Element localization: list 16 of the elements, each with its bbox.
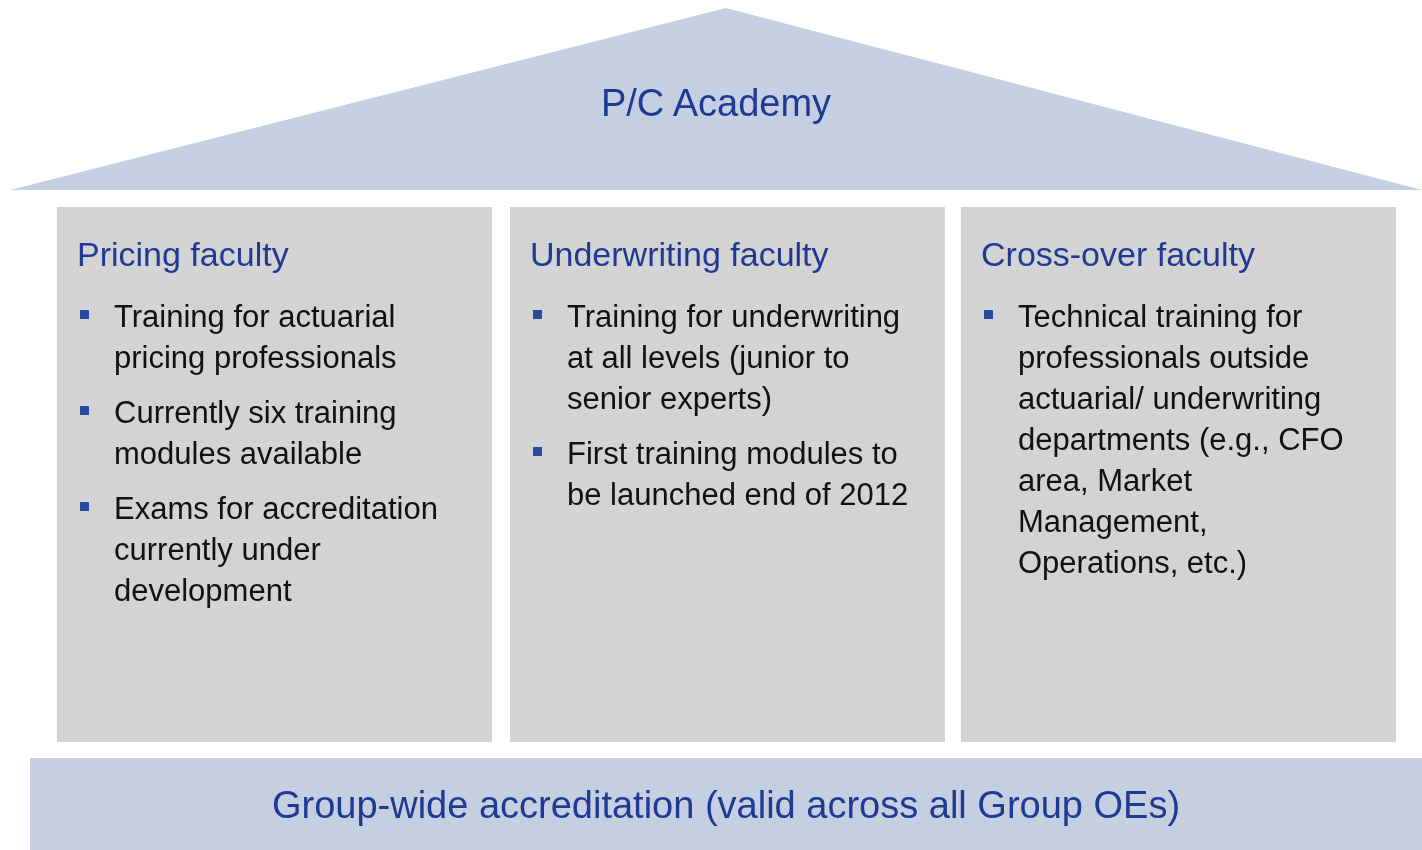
bullet-text: Technical training for professionals outside actuarial/ underwriting departments (e.g., CFO area, Market Management, Operations, etc.) bbox=[1018, 298, 1345, 582]
faculty-heading: Underwriting faculty bbox=[530, 235, 830, 274]
bullet-text: First training modules to be launched end of 2012 bbox=[567, 435, 910, 514]
bullet-text: Currently six training modules available bbox=[114, 394, 398, 473]
faculty-heading: Pricing faculty bbox=[77, 235, 290, 274]
bullet-text: Exams for accreditation currently under development bbox=[114, 490, 439, 610]
bullet-text: Training for actuarial pricing professionals bbox=[114, 298, 398, 377]
academy-title: P/C Academy bbox=[600, 82, 832, 125]
foundation-text: Group-wide accreditation (valid across all Group OEs) bbox=[271, 784, 1181, 827]
bullet-text: Training for underwriting at all levels (junior to senior experts) bbox=[567, 298, 902, 418]
pillar-panel bbox=[510, 207, 945, 742]
pillar-panel bbox=[961, 207, 1396, 742]
roof-shape bbox=[10, 8, 1422, 190]
foundation-band bbox=[30, 758, 1422, 850]
faculty-heading: Cross-over faculty bbox=[981, 235, 1256, 274]
pillar-panel bbox=[57, 207, 492, 742]
